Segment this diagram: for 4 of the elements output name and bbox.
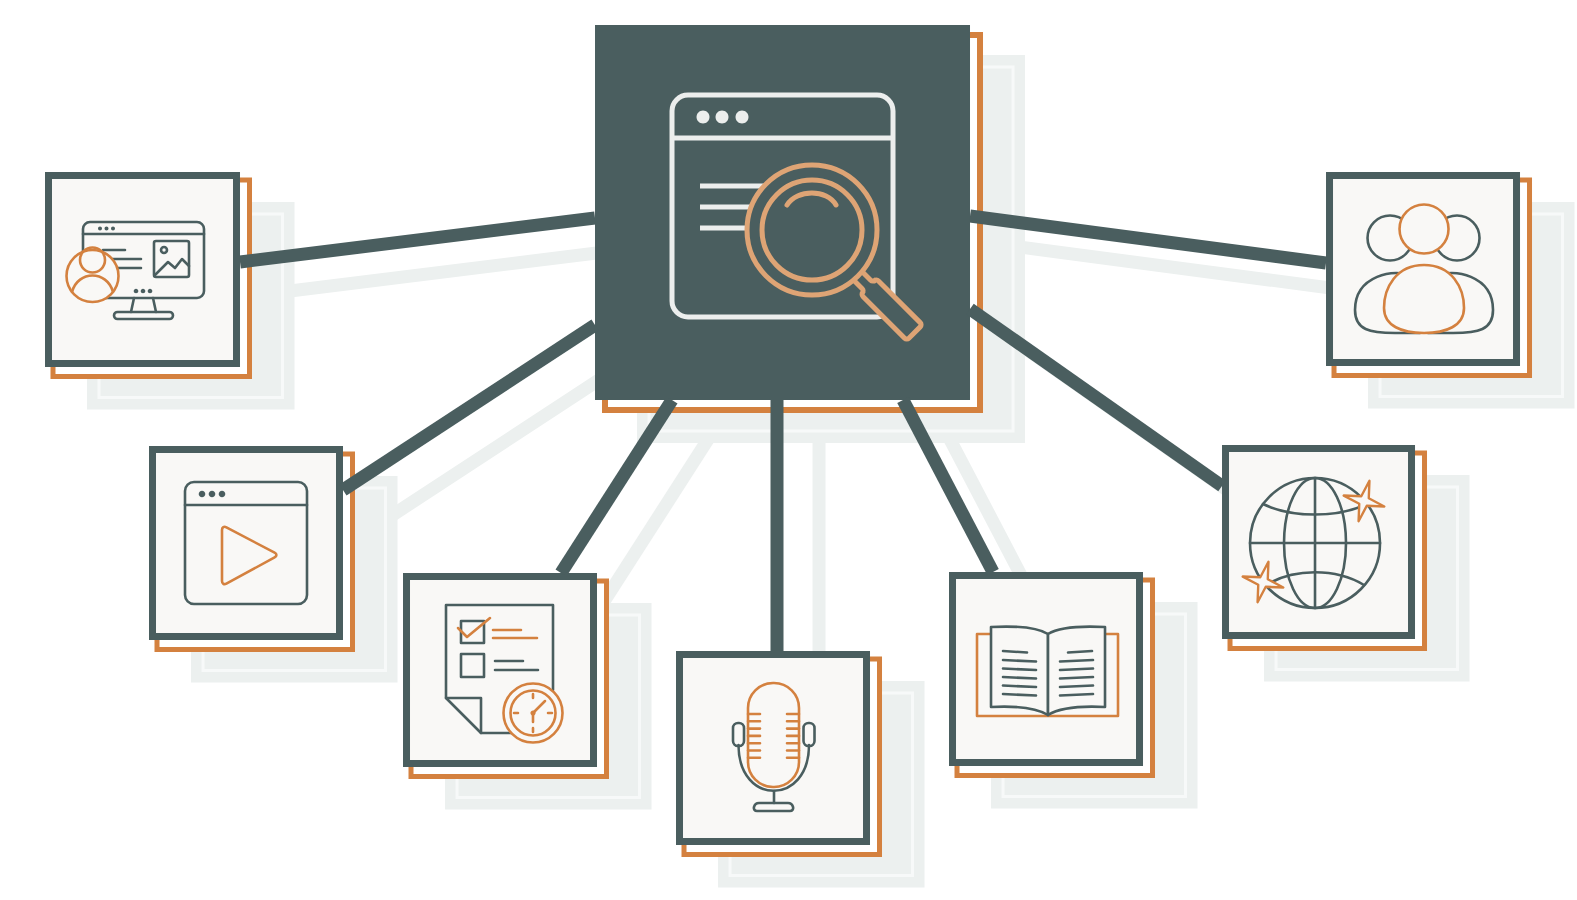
connector-line [897,397,999,575]
connector-line [770,400,784,651]
connector-line [239,211,596,269]
connector-line [969,209,1327,270]
